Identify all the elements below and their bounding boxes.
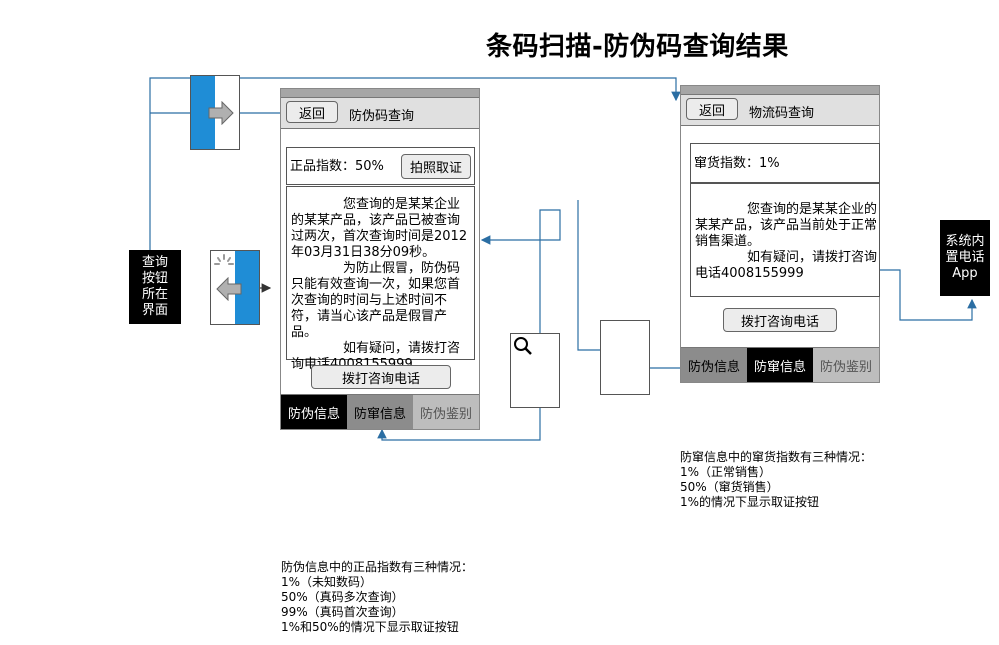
- wire-scan-to-query: [480, 209, 561, 333]
- query-button-screen-box: 查询 按钮 所在 界面: [129, 250, 181, 324]
- logistics-query-screen: 返回 物流码查询 窜货指数：1% 您查询的是某某企业的某某产品，该产品当前处于正…: [680, 85, 880, 383]
- back-button[interactable]: 返回: [686, 98, 738, 120]
- system-app-label: 系统内 置电话 App: [945, 234, 985, 281]
- note-line: 1%的情况下显示取证按钮: [680, 495, 820, 509]
- note-line: 1%（正常销售）: [680, 465, 772, 479]
- tab-anti-diversion-info[interactable]: 防窜信息: [747, 348, 813, 382]
- result-paragraph-1: 您查询的是某某企业的某某产品，该产品已被查询过两次，首次查询时间是2012年03…: [291, 197, 468, 260]
- call-consult-button[interactable]: 拨打咨询电话: [723, 308, 837, 332]
- header-bar: 返回 防伪码查询: [281, 98, 479, 129]
- tab-anti-fake-identify[interactable]: 防伪鉴别: [413, 395, 479, 429]
- query-result-text: 您查询的是某某企业的某某产品，该产品已被查询过两次，首次查询时间是2012年03…: [286, 186, 475, 372]
- header-bar: 返回 物流码查询: [681, 95, 879, 126]
- status-bar: [281, 89, 479, 98]
- note-line: 50%（窜货销售）: [680, 480, 779, 494]
- loading-spinner-icon: [214, 254, 234, 265]
- right-arrow-icon: [208, 101, 234, 125]
- genuine-index-text: 正品指数：50%: [290, 159, 384, 174]
- wire-card2-left: [577, 200, 600, 351]
- system-phone-app-box: 系统内 置电话 App: [940, 220, 990, 296]
- scan-result-card: [510, 333, 560, 408]
- diversion-index-panel: 窜货指数：1%: [690, 143, 880, 183]
- blank-page-card: [600, 320, 650, 395]
- logistics-result-text: 您查询的是某某企业的某某产品，该产品当前处于正常销售渠道。 如有疑问，请拨打咨询…: [690, 183, 880, 297]
- anti-diversion-note: 防窜信息中的窜货指数有三种情况： 1%（正常销售） 50%（窜货销售） 1%的情…: [680, 450, 872, 510]
- tab-anti-diversion-info[interactable]: 防窜信息: [347, 395, 413, 429]
- tab-anti-fake-info[interactable]: 防伪信息: [681, 348, 747, 382]
- note-line: 防伪信息中的正品指数有三种情况：: [281, 560, 474, 574]
- result-paragraph-2: 为防止假冒，防伪码只能有效查询一次，如果您首次查询的时间与上述时间不符，请当心该…: [291, 261, 461, 340]
- page-title: 条码扫描-防伪码查询结果: [486, 32, 789, 62]
- transition-card-back: [210, 250, 260, 325]
- query-entry-label: 查询 按钮 所在 界面: [141, 255, 168, 318]
- tab-anti-fake-identify[interactable]: 防伪鉴别: [813, 348, 879, 382]
- back-button[interactable]: 返回: [286, 101, 338, 123]
- result-paragraph-2: 如有疑问，请拨打咨询电话4008155999: [695, 250, 878, 281]
- note-line: 99%（真码首次查询）: [281, 605, 404, 619]
- bottom-tab-bar: 防伪信息 防窜信息 防伪鉴别: [681, 347, 879, 382]
- anti-fake-note: 防伪信息中的正品指数有三种情况： 1%（未知数码） 50%（真码多次查询） 99…: [281, 560, 473, 635]
- anti-fake-query-screen: 返回 防伪码查询 正品指数：50% 拍照取证 您查询的是某某企业的某某产品，该产…: [280, 88, 480, 430]
- transition-card-forward: [190, 75, 240, 150]
- photo-evidence-button[interactable]: 拍照取证: [401, 154, 471, 179]
- magnifier-icon: [514, 337, 532, 355]
- call-consult-button[interactable]: 拨打咨询电话: [311, 365, 451, 389]
- tab-anti-fake-info[interactable]: 防伪信息: [281, 395, 347, 429]
- screen-title: 物流码查询: [749, 106, 815, 121]
- diversion-index-text: 窜货指数：1%: [694, 156, 780, 171]
- genuine-index-panel: 正品指数：50% 拍照取证: [286, 147, 475, 185]
- note-line: 50%（真码多次查询）: [281, 590, 404, 604]
- note-line: 1%和50%的情况下显示取证按钮: [281, 620, 459, 634]
- result-paragraph-1: 您查询的是某某企业的某某产品，该产品当前处于正常销售渠道。: [695, 202, 878, 249]
- left-arrow-icon: [216, 277, 242, 301]
- note-line: 1%（未知数码）: [281, 575, 373, 589]
- bottom-tab-bar: 防伪信息 防窜信息 防伪鉴别: [281, 394, 479, 429]
- status-bar: [681, 86, 879, 95]
- note-line: 防窜信息中的窜货指数有三种情况：: [680, 450, 873, 464]
- screen-title: 防伪码查询: [349, 109, 415, 124]
